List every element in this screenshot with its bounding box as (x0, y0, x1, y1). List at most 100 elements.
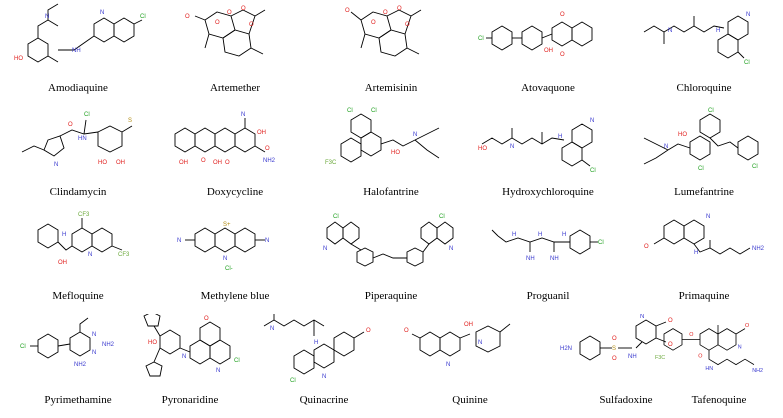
compound-name: Quinine (452, 394, 488, 406)
compound-name: Atovaquone (521, 82, 575, 94)
svg-text:NH: NH (526, 256, 535, 262)
svg-text:Cl: Cl (598, 240, 604, 246)
structure-artemisinin: O O O O O (345, 6, 422, 57)
svg-text:N: N (640, 314, 644, 320)
svg-text:HO: HO (678, 132, 687, 138)
compound-cell-quinacrine: N H N O Cl Quinacrine (246, 312, 402, 416)
compound-cell-halofantrine: Cl Cl F3C HO N Halofantrine (313, 104, 469, 208)
svg-text:OH: OH (58, 260, 67, 266)
svg-text:O: O (225, 160, 230, 166)
svg-text:NH2: NH2 (752, 368, 763, 374)
svg-text:O: O (215, 20, 220, 26)
svg-text:OH: OH (179, 160, 188, 166)
structure-hydroxychloroquine: HO N H N Cl (478, 118, 596, 174)
svg-text:Cl-: Cl- (225, 266, 233, 272)
svg-text:N: N (323, 246, 327, 252)
svg-text:O: O (612, 336, 617, 342)
svg-text:CF3: CF3 (78, 212, 90, 218)
compound-cell-clindamycin: N O HN Cl S HO OH Clindamycin (0, 104, 156, 208)
svg-text:F3C: F3C (655, 355, 665, 361)
svg-text:NH2: NH2 (74, 362, 87, 368)
svg-text:Cl: Cl (20, 344, 26, 350)
compound-name: Primaquine (678, 290, 730, 302)
structure-primaquine: O N H NH2 (644, 214, 765, 256)
svg-text:NH: NH (550, 256, 559, 262)
svg-text:HO: HO (478, 146, 487, 152)
svg-text:O: O (201, 158, 206, 164)
svg-text:F3C: F3C (325, 160, 337, 166)
svg-text:Cl: Cl (708, 108, 714, 114)
compound-name: Hydroxychloroquine (502, 186, 594, 198)
spacer (626, 312, 627, 313)
compound-cell-hydroxychloroquine: HO N H N Cl Hydroxychloroquine (470, 104, 626, 208)
svg-text:N: N (54, 162, 58, 168)
compound-name: Amodiaquine (48, 82, 108, 94)
structure-artemether: O O O O O (185, 6, 266, 57)
svg-text:N: N (182, 354, 186, 360)
svg-text:HN: HN (705, 366, 713, 372)
compound-cell-primaquine: O N H NH2 Primaquine (626, 208, 782, 312)
svg-text:H: H (558, 134, 562, 140)
svg-text:O: O (560, 52, 565, 58)
svg-text:S: S (612, 346, 616, 352)
compound-cell-lumefantrine: Cl Cl Cl HO N Lumefantrine (626, 104, 782, 208)
structure-sulfadoxine: H2N S O O NH N O O (560, 314, 673, 362)
svg-text:H: H (512, 232, 516, 238)
compound-name: Pyrimethamine (44, 394, 112, 406)
compound-name: Lumefantrine (674, 186, 734, 198)
svg-text:HN: HN (78, 136, 87, 142)
svg-text:N: N (664, 144, 668, 150)
structure-halofantrine: Cl Cl F3C HO N (325, 108, 440, 166)
svg-text:Cl: Cl (752, 164, 758, 170)
svg-text:N: N (223, 256, 227, 262)
svg-text:H2N: H2N (560, 346, 572, 352)
svg-text:H: H (538, 232, 542, 238)
svg-text:HO: HO (14, 56, 23, 62)
svg-text:O: O (371, 20, 376, 26)
svg-text:N: N (88, 252, 92, 258)
svg-text:H: H (314, 340, 318, 346)
svg-text:O: O (644, 244, 649, 250)
compound-cell-doxycycline: OH O OH O N OH O NH2 Doxycycline (157, 104, 313, 208)
compound-cell-atovaquone: Cl O O OH Atovaquone (470, 0, 626, 104)
compound-name: Artemether (209, 82, 261, 94)
svg-text:N: N (510, 144, 514, 150)
compound-cell-pyronaridine: HO N N O Cl Pyronaridine (112, 312, 268, 416)
compound-cell-artemisinin: O O O O O Artemisinin (313, 0, 469, 104)
svg-text:Cl: Cl (478, 36, 484, 42)
svg-text:O: O (345, 8, 350, 14)
svg-text:H: H (562, 232, 566, 238)
svg-text:Cl: Cl (333, 214, 339, 220)
svg-text:Cl: Cl (371, 108, 377, 114)
svg-text:O: O (560, 12, 565, 18)
compound-cell-piperaquine: Cl Cl N N Piperaquine (313, 208, 469, 312)
compound-name: Sulfadoxine (599, 394, 653, 406)
compound-cell-proguanil: H H H NH NH Cl Proguanil (470, 208, 626, 312)
compound-name: Artemisinin (364, 82, 418, 94)
svg-text:O: O (241, 6, 246, 12)
compound-name: Proguanil (526, 290, 570, 302)
svg-text:O: O (204, 316, 209, 322)
svg-text:OH: OH (116, 160, 125, 166)
svg-text:NH: NH (72, 48, 81, 54)
structure-clindamycin: N O HN Cl S HO OH (21, 112, 133, 168)
structure-quinine: O OH N N (404, 322, 511, 368)
structure-pyronaridine: HO N N O Cl (143, 314, 240, 377)
svg-text:O: O (612, 356, 617, 362)
svg-text:Cl: Cl (744, 60, 750, 66)
structure-quinacrine: N H N O Cl (263, 314, 371, 384)
svg-text:N: N (738, 344, 742, 350)
compound-cell-amodiaquine: N HO NH N Cl Amodiaquine (0, 0, 156, 104)
svg-text:O: O (383, 10, 388, 16)
svg-text:HO: HO (98, 160, 107, 166)
svg-text:OH: OH (257, 130, 266, 136)
compound-name: Quinacrine (299, 394, 349, 406)
compound-name: Clindamycin (49, 186, 107, 198)
structure-doxycycline: OH O OH O N OH O NH2 (174, 112, 276, 166)
structure-amodiaquine: N HO NH N Cl (14, 3, 146, 63)
svg-text:H: H (62, 232, 66, 238)
compound-name: Halofantrine (363, 186, 419, 198)
compound-name: Doxycycline (206, 186, 264, 198)
svg-text:Cl: Cl (698, 166, 704, 172)
